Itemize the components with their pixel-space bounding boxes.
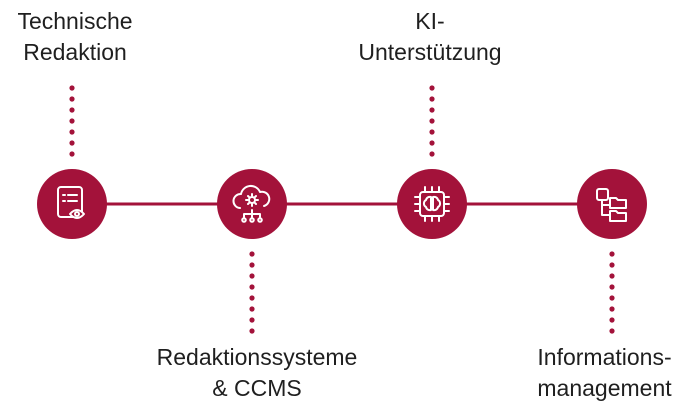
- dotted-connector-2: [249, 251, 255, 334]
- label-line: Informations-: [537, 344, 672, 370]
- label-line: Redaktionssysteme: [156, 344, 358, 370]
- label-informationsmanagement: Informations- management: [515, 342, 694, 404]
- dotted-connector-3: [429, 85, 435, 157]
- cloud-gear-network-icon: [232, 184, 271, 223]
- dotted-connector-4: [609, 251, 615, 334]
- label-line: management: [537, 375, 672, 401]
- label-line: & CCMS: [212, 375, 302, 401]
- node-informationsmanagement: [577, 169, 647, 239]
- list-eye-icon: [57, 186, 85, 219]
- chip-brain-icon: [414, 186, 450, 222]
- node-redaktionssysteme: [217, 169, 287, 239]
- label-line: Technische: [17, 8, 133, 34]
- node-technische-redaktion: [37, 169, 107, 239]
- label-redaktionssysteme: Redaktionssysteme & CCMS: [125, 342, 389, 404]
- label-line: Redaktion: [23, 39, 127, 65]
- label-ki-unterstuetzung: KI- Unterstützung: [335, 6, 525, 68]
- folder-tree-icon: [596, 188, 627, 222]
- label-technische-redaktion: Technische Redaktion: [0, 6, 150, 68]
- dotted-connector-1: [69, 85, 75, 157]
- label-line: Unterstützung: [358, 39, 502, 65]
- label-line: KI-: [415, 8, 445, 34]
- node-ki-unterstuetzung: [397, 169, 467, 239]
